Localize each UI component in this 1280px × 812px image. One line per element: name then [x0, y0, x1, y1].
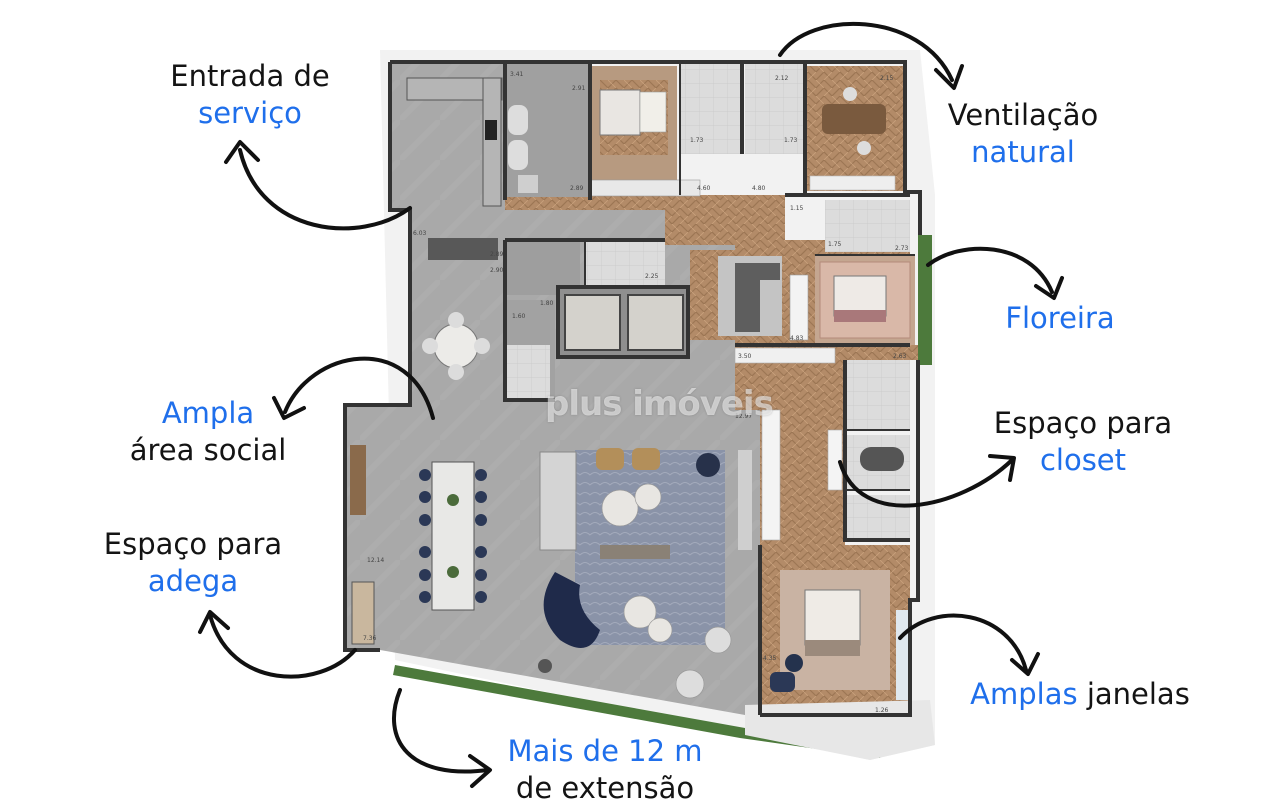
elevator-2: [627, 294, 684, 351]
callout-closet: Espaço para closet: [978, 405, 1188, 479]
elevator-1: [564, 294, 621, 351]
dim-label: 4.60: [697, 185, 711, 192]
callout-entrada-line2: serviço: [198, 96, 302, 130]
arrow-ampla: [283, 356, 435, 420]
dim-label: 2.15: [880, 75, 894, 82]
dim-label: 2.89: [490, 251, 504, 258]
dim-label: 3.41: [510, 71, 524, 78]
callout-floreira-line1: Floreira: [1005, 301, 1115, 335]
arrow-closet: [838, 458, 1014, 508]
dim-label: 2.89: [570, 185, 584, 192]
dim-label: 4.80: [752, 185, 766, 192]
dim-label: 2.63: [893, 353, 907, 360]
curved-sofa: [543, 572, 600, 648]
arrow-janelas: [898, 613, 1028, 672]
dim-label: 2.73: [895, 245, 909, 252]
dim-label: 4.35: [763, 655, 777, 662]
arrow-entrada: [238, 148, 412, 231]
dim-label: 1.15: [790, 205, 804, 212]
callout-ventilacao: Ventilação natural: [928, 97, 1118, 171]
dim-label: 1.73: [690, 137, 704, 144]
callout-floreira: Floreira: [980, 300, 1140, 337]
dim-label: 2.90: [490, 267, 504, 274]
dim-label: 7.36: [363, 635, 377, 642]
callout-janelas: Amplas janelas: [950, 676, 1210, 713]
dim-label: 3.50: [738, 353, 752, 360]
callout-adega-line1: Espaço para: [103, 527, 283, 561]
callout-adega-line2: adega: [147, 564, 239, 598]
arrow-ventilacao: [778, 21, 954, 82]
planter: [918, 235, 932, 365]
arrow-extensao: [392, 688, 490, 774]
dim-label: 12.97: [735, 413, 752, 420]
callout-adega: Espaço para adega: [88, 526, 298, 600]
dim-label: 2.12: [775, 75, 789, 82]
callout-entrada-line1: Entrada de: [170, 59, 330, 93]
arrow-floreira: [926, 246, 1054, 294]
arrow-adega: [208, 613, 357, 679]
dim-label: 1.26: [875, 707, 889, 714]
callout-ampla-line2: área social: [129, 433, 287, 467]
callout-ventilacao-line1: Ventilação: [947, 98, 1099, 132]
dim-label: 1.80: [540, 300, 554, 307]
watermark: plus imóveis: [545, 384, 774, 424]
dim-label: 6.03: [413, 230, 427, 237]
master-window: [896, 610, 908, 700]
callout-closet-line2: closet: [1039, 443, 1127, 477]
callout-closet-line1: Espaço para: [993, 406, 1173, 440]
callout-extensao-line2: de extensão: [515, 771, 695, 805]
breakfast-table: [433, 323, 479, 369]
callout-extensao-line1: Mais de 12 m: [507, 734, 703, 768]
callout-janelas-highlight: Amplas: [970, 677, 1078, 711]
dim-label: 1.60: [512, 313, 526, 320]
dim-label: 2.91: [572, 85, 586, 92]
wine-cellar: [351, 581, 375, 645]
dim-label: 1.75: [828, 241, 842, 248]
dining-table: [431, 461, 475, 611]
callout-ampla-line1: Ampla: [161, 396, 255, 430]
callout-extensao: Mais de 12 m de extensão: [495, 733, 715, 807]
dim-label: 4.83: [790, 335, 804, 342]
corridor-floor: [505, 195, 910, 520]
callout-ampla: Ampla área social: [112, 395, 304, 469]
callout-ventilacao-line2: natural: [971, 135, 1075, 169]
dim-label: 1.73: [784, 137, 798, 144]
sofa: [539, 451, 577, 551]
callout-janelas-text: janelas: [1077, 677, 1190, 711]
dim-label: 2.25: [645, 273, 659, 280]
callout-entrada: Entrada de serviço: [150, 58, 350, 132]
dim-label: 12.14: [367, 557, 384, 564]
